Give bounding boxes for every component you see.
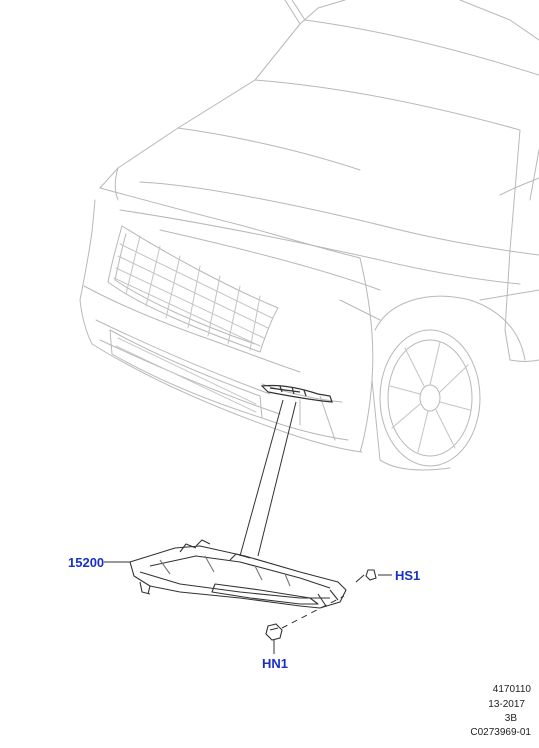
screw-hs1: [355, 569, 377, 583]
reference-revision: 3B: [504, 713, 517, 724]
leader-lines: [239, 399, 297, 557]
reference-code: C0273969-01: [470, 727, 531, 738]
callout-15200[interactable]: 15200: [68, 555, 105, 570]
callout-hn1[interactable]: HN1: [262, 656, 289, 671]
nut-hn1: [265, 623, 283, 641]
lamp-on-vehicle: [260, 384, 333, 403]
callout-leaders: [104, 561, 392, 654]
callout-hs1[interactable]: HS1: [395, 568, 421, 583]
vehicle-outline: [79, 0, 539, 471]
fastening-line: [281, 595, 345, 629]
reference-date: 13-2017: [488, 699, 525, 710]
reference-number: 4170110: [492, 684, 531, 695]
fog-lamp-assembly: [129, 539, 347, 609]
